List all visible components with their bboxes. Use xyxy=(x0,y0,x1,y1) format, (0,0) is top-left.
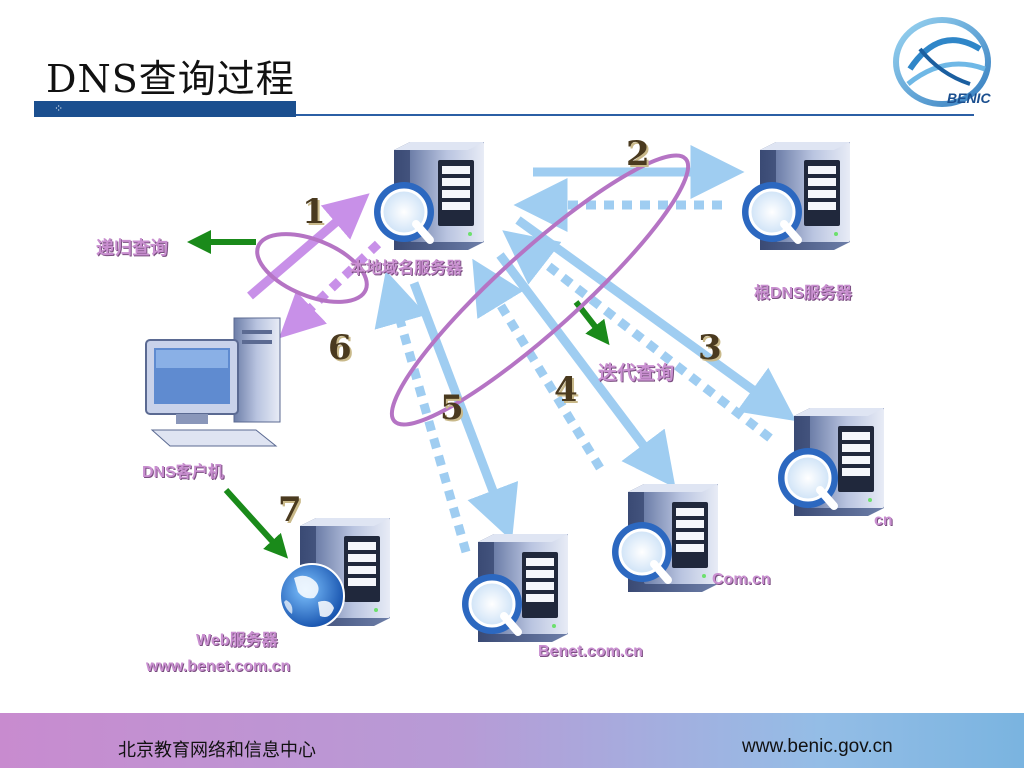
comcn-label: Com.cn xyxy=(712,571,771,588)
step-number-3: 3 xyxy=(698,328,722,368)
recursive-ellipse xyxy=(255,232,369,304)
arrow-client-query xyxy=(247,193,370,300)
footer-bar xyxy=(0,713,1024,768)
benic-logo xyxy=(893,17,991,107)
footer-org: 北京教育网络和信息中心 xyxy=(118,740,316,761)
recursive-query-label: 递归查询 xyxy=(96,238,168,258)
local-dns-label: 本地域名服务器 xyxy=(350,260,463,277)
dns-client-label: DNS客户机 xyxy=(142,464,224,481)
step-number-4: 4 xyxy=(554,370,578,410)
iterative-query-label: 迭代查询 xyxy=(598,363,675,384)
logo-text: BENIC xyxy=(947,90,991,106)
web-server-label: Web服务器 xyxy=(196,632,278,649)
arrow-client-reply xyxy=(278,240,382,339)
root-dns-label: 根DNS服务器 xyxy=(754,285,852,302)
slide-title: DNS查询过程 xyxy=(46,57,295,101)
local-dns-magnifier-icon xyxy=(374,182,434,242)
step-number-6: 6 xyxy=(328,328,352,368)
cn-label: cn xyxy=(874,512,893,529)
web-url-label: www.benet.com.cn xyxy=(146,658,291,675)
globe-icon xyxy=(279,563,345,629)
dns-client-computer-icon xyxy=(145,317,281,447)
step-number-2: 2 xyxy=(626,134,650,174)
comcn-magnifier-icon xyxy=(612,522,672,582)
root-dns-magnifier-icon xyxy=(742,182,802,242)
arrow-query-comcn xyxy=(496,252,676,488)
arrow-reply-comcn xyxy=(472,258,604,471)
cn-magnifier-icon xyxy=(778,448,838,508)
benet-label: Benet.com.cn xyxy=(538,643,643,660)
step-number-1: 1 xyxy=(302,192,326,232)
benet-magnifier-icon xyxy=(462,574,522,634)
title-bar-ornament: ⁘ xyxy=(54,102,64,115)
title-bar xyxy=(34,101,296,117)
iterative-ellipse xyxy=(389,153,691,427)
step-number-7: 7 xyxy=(278,490,302,530)
arrow-reply-benet xyxy=(374,270,471,554)
arrow-web-access xyxy=(223,487,289,559)
footer-url[interactable]: www.benic.gov.cn xyxy=(742,736,893,757)
step-number-5: 5 xyxy=(440,388,464,428)
title-underline xyxy=(296,114,974,116)
